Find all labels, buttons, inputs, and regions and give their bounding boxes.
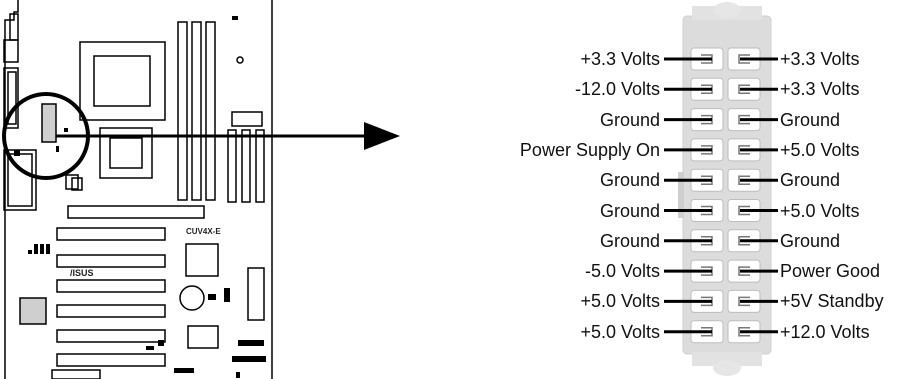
pin-label-left: Ground [599,200,660,221]
motherboard [3,0,273,379]
pin-terminal-icon [738,236,750,246]
pin-terminal-icon [738,84,750,95]
pin-terminal-icon [738,205,750,216]
pin-terminal-icon [738,326,750,337]
pin-label-left: Power Supply On [519,139,660,160]
arrow-head-icon [364,122,400,150]
pin-label-right: +12.0 Volts [780,321,870,342]
pin-leader-lines [664,57,778,334]
pin-terminal-icon [738,266,750,276]
pin-terminal-icon [738,175,750,185]
pin-label-right: Ground [780,170,841,191]
pin-label-left: +5.0 Volts [580,321,660,342]
pin-terminal-icon [738,54,750,64]
pin-label-right: +5V Standby [780,291,884,312]
pin-label-right: +3.3 Volts [780,79,860,100]
motherboard-model-label: CUV4X-E [186,227,221,236]
pin-label-right: +3.3 Volts [780,49,860,69]
pin-label-right: Power Good [780,261,881,282]
pin-terminal-icon [738,114,750,125]
pin-label-left: Ground [599,230,660,251]
pin-label-right: Ground [780,109,841,130]
pin-label-left: Ground [599,109,660,130]
pin-label-left: -12.0 Volts [574,79,660,100]
motherboard-brand-logo: /ISUS [70,268,94,278]
pin-label-left: +3.3 Volts [580,49,660,69]
pin-label-left: -5.0 Volts [584,261,660,282]
pin-label-left: Ground [599,170,660,191]
pin-label-right: +5.0 Volts [780,200,860,221]
pin-label-right: +5.0 Volts [780,139,860,160]
motherboard-components [14,16,266,378]
pin-label-right: Ground [780,230,841,251]
pin-terminal-icon [738,145,750,155]
pin-label-left: +5.0 Volts [580,291,660,312]
pin-terminal-icon [738,296,750,307]
